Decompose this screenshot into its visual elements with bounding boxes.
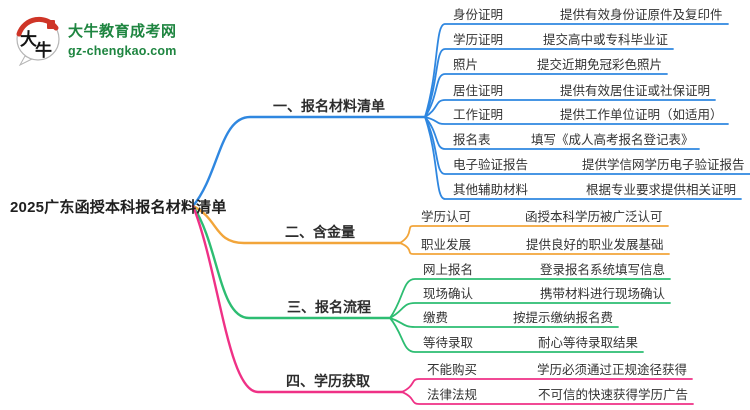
leaf-note: 填写《成人高考报名登记表》	[531, 133, 694, 147]
leaf-note: 携带材料进行现场确认	[540, 287, 666, 301]
leaf-note: 提供有效居住证或社保证明	[560, 84, 711, 98]
branch-topic: 三、报名流程	[287, 299, 371, 315]
leaf-note: 提交高中或专科毕业证	[543, 33, 669, 47]
leaf-note: 根据专业要求提供相关证明	[586, 183, 737, 197]
sub-topic: 报名表	[453, 133, 491, 147]
leaf-note: 提供工作单位证明（如适用）	[560, 108, 723, 122]
leaf-note: 提供有效身份证原件及复印件	[560, 8, 723, 22]
sub-topic: 学历认可	[421, 210, 472, 224]
sub-topic: 缴费	[423, 311, 449, 325]
leaf-note: 提供学信网学历电子验证报告	[582, 158, 745, 172]
leaf-note: 函授本科学历被广泛认可	[525, 210, 663, 224]
sub-topic: 现场确认	[423, 287, 474, 301]
site-name: 大牛教育成考网	[68, 23, 177, 40]
leaf-note: 不可信的快速获得学历广告	[538, 388, 689, 402]
branch-topic: 一、报名材料清单	[273, 98, 385, 114]
site-logo[interactable]: 大 牛 大牛教育成考网 gz-chengkao.com	[12, 12, 177, 66]
sub-topic: 职业发展	[421, 238, 472, 252]
branch-topic: 二、含金量	[285, 224, 355, 240]
leaf-note: 学历必须通过正规途径获得	[537, 363, 688, 377]
sub-topic: 其他辅助材料	[453, 183, 529, 197]
sub-topic: 工作证明	[453, 108, 504, 122]
root-topic: 2025广东函授本科报名材料清单	[10, 199, 227, 216]
sub-topic: 照片	[453, 58, 479, 72]
sub-topic: 法律法规	[427, 388, 478, 402]
logo-badge-icon: 大 牛	[16, 16, 60, 66]
svg-text:大: 大	[20, 29, 37, 50]
sub-topic: 居住证明	[453, 84, 504, 98]
sub-topic: 网上报名	[423, 263, 474, 277]
leaf-note: 按提示缴纳报名费	[513, 311, 614, 325]
leaf-note: 登录报名系统填写信息	[540, 263, 666, 277]
sub-topic: 身份证明	[453, 8, 504, 22]
leaf-note: 耐心等待录取结果	[538, 336, 639, 350]
sub-topic: 不能购买	[427, 363, 478, 377]
svg-text:牛: 牛	[35, 40, 52, 61]
branch-topic: 四、学历获取	[286, 373, 370, 389]
site-domain: gz-chengkao.com	[68, 44, 177, 58]
sub-topic: 电子验证报告	[453, 158, 529, 172]
leaf-note: 提供良好的职业发展基础	[526, 238, 664, 252]
leaf-note: 提交近期免冠彩色照片	[537, 58, 663, 72]
sub-topic: 学历证明	[453, 33, 504, 47]
sub-topic: 等待录取	[423, 336, 474, 350]
